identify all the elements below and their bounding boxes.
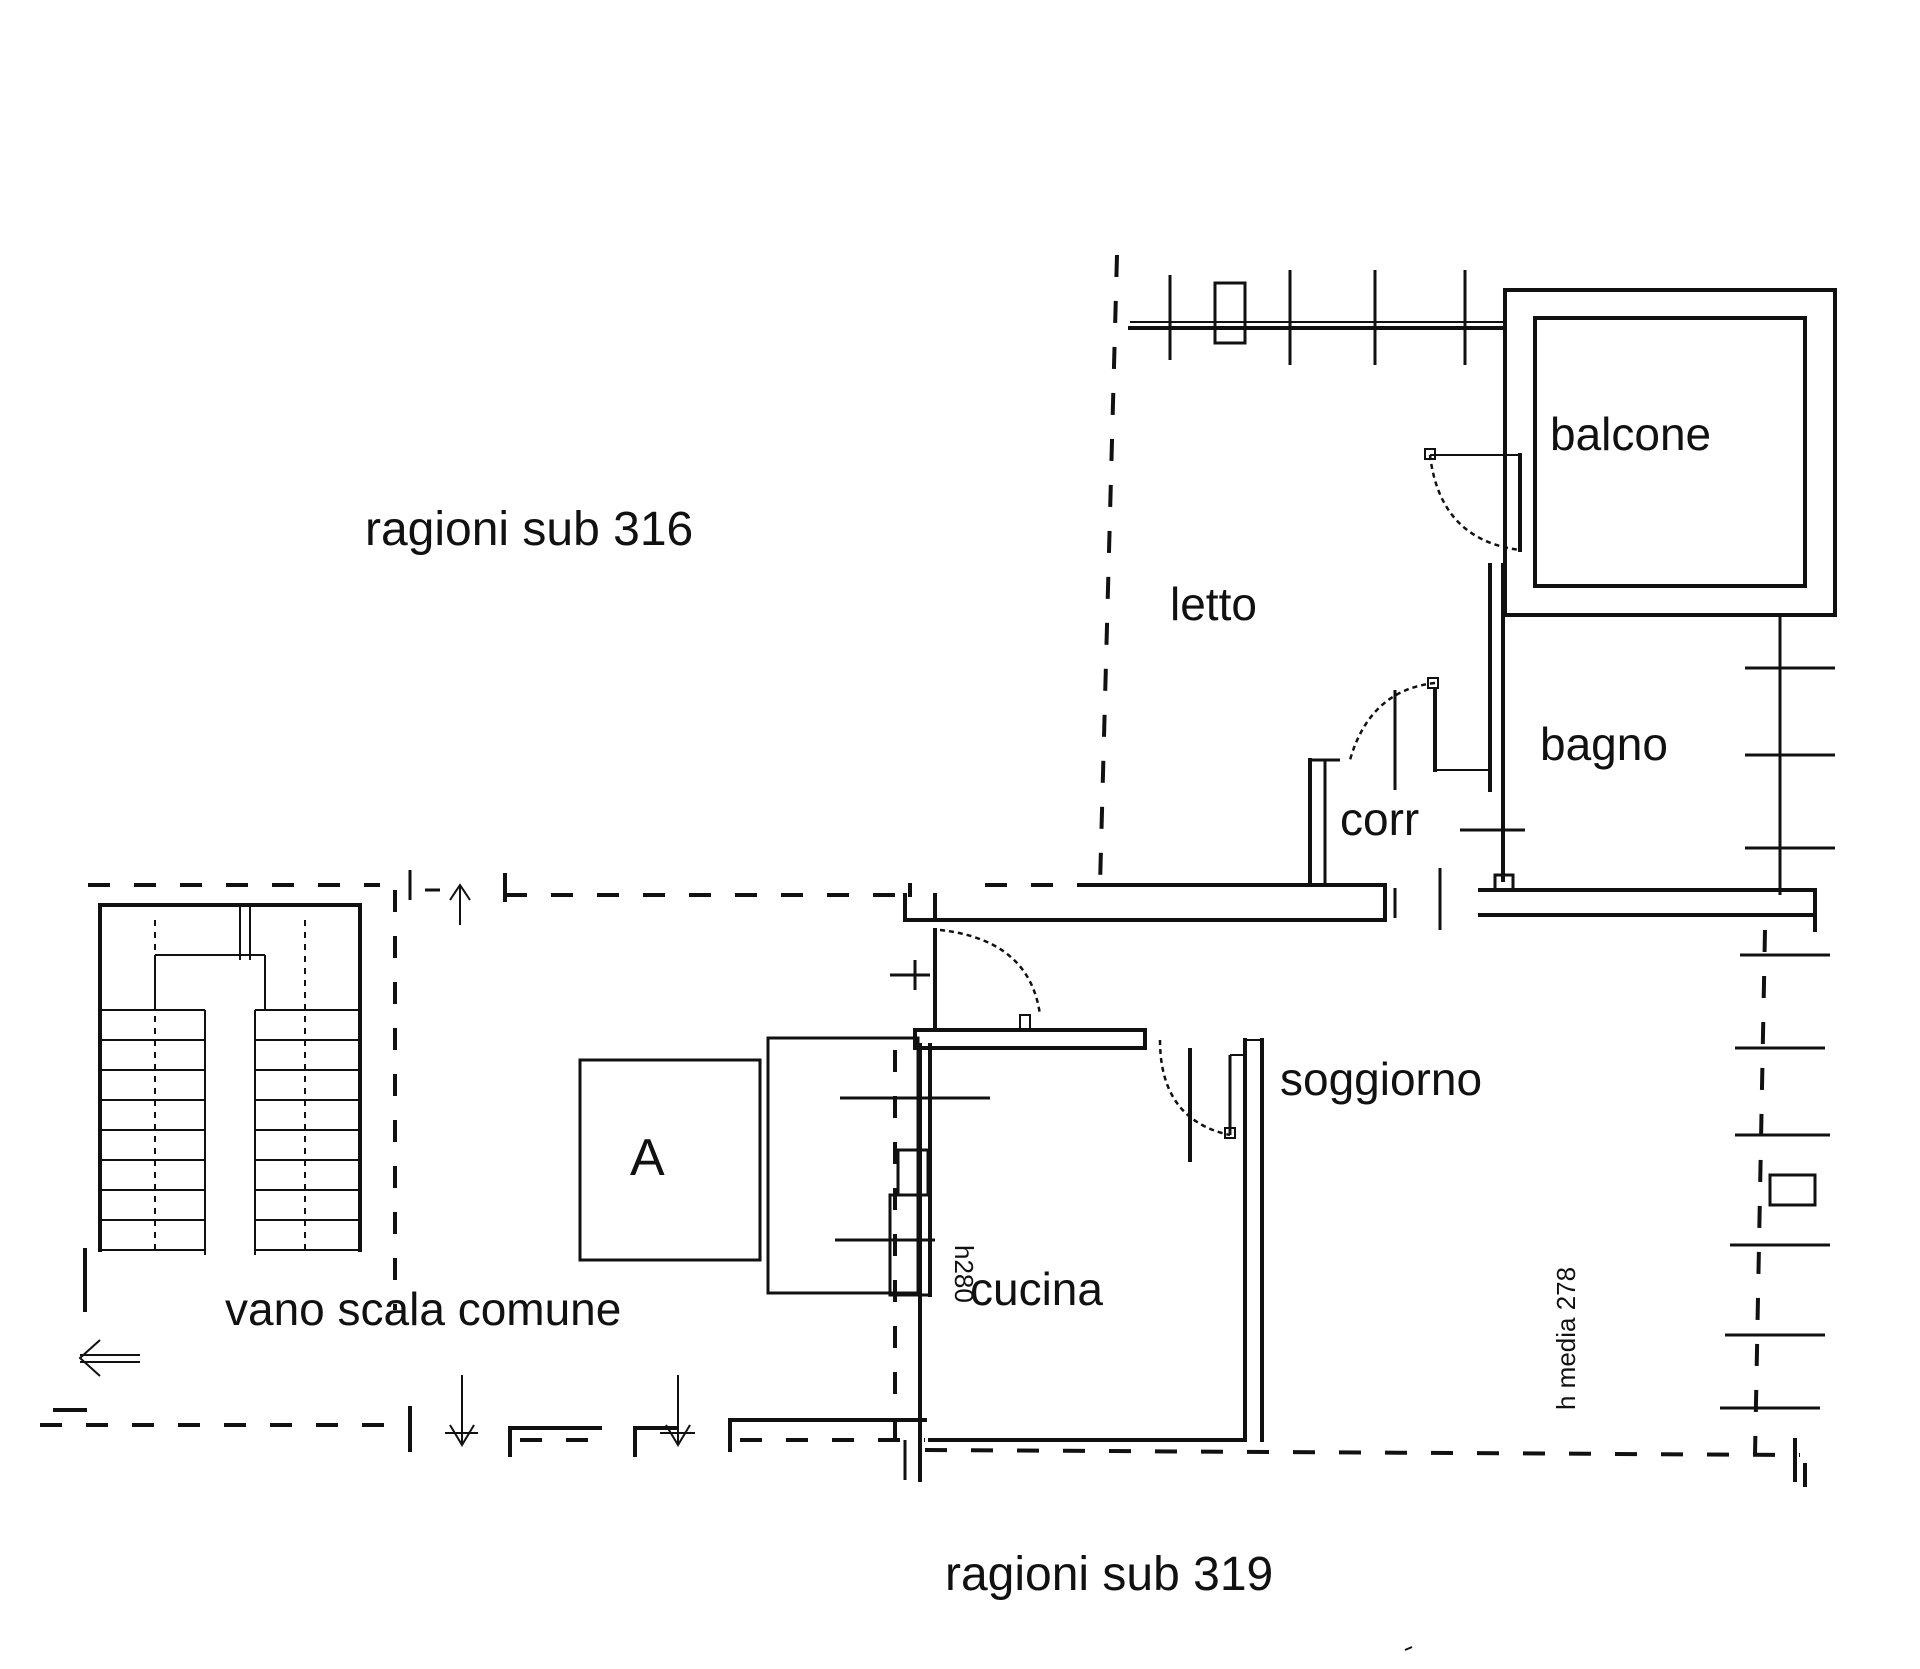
upper-block-walls: [1098, 254, 1837, 932]
label-soggiorno: soggiorno: [1280, 1053, 1482, 1105]
stray-mark: [1404, 1646, 1413, 1651]
staircase: [83, 890, 397, 1312]
label-bagno: bagno: [1540, 718, 1668, 770]
label-vano-scala-comune: vano scala comune: [225, 1283, 621, 1335]
soggiorno-walls: [1720, 929, 1830, 1456]
label-ragioni-sub-319: ragioni sub 319: [945, 1548, 1273, 1601]
entry-door: [890, 928, 1042, 1032]
cucina-walls: [835, 1028, 1264, 1442]
label-ragioni-sub-316: ragioni sub 316: [365, 503, 693, 556]
label-height-media: h media 278: [1551, 1267, 1581, 1410]
label-corr: corr: [1340, 793, 1419, 845]
label-balcone: balcone: [1550, 408, 1711, 460]
label-height-cucina: h280: [949, 1245, 979, 1303]
label-room-a: A: [630, 1129, 665, 1187]
label-cucina: cucina: [970, 1263, 1103, 1315]
label-letto: letto: [1170, 578, 1257, 630]
